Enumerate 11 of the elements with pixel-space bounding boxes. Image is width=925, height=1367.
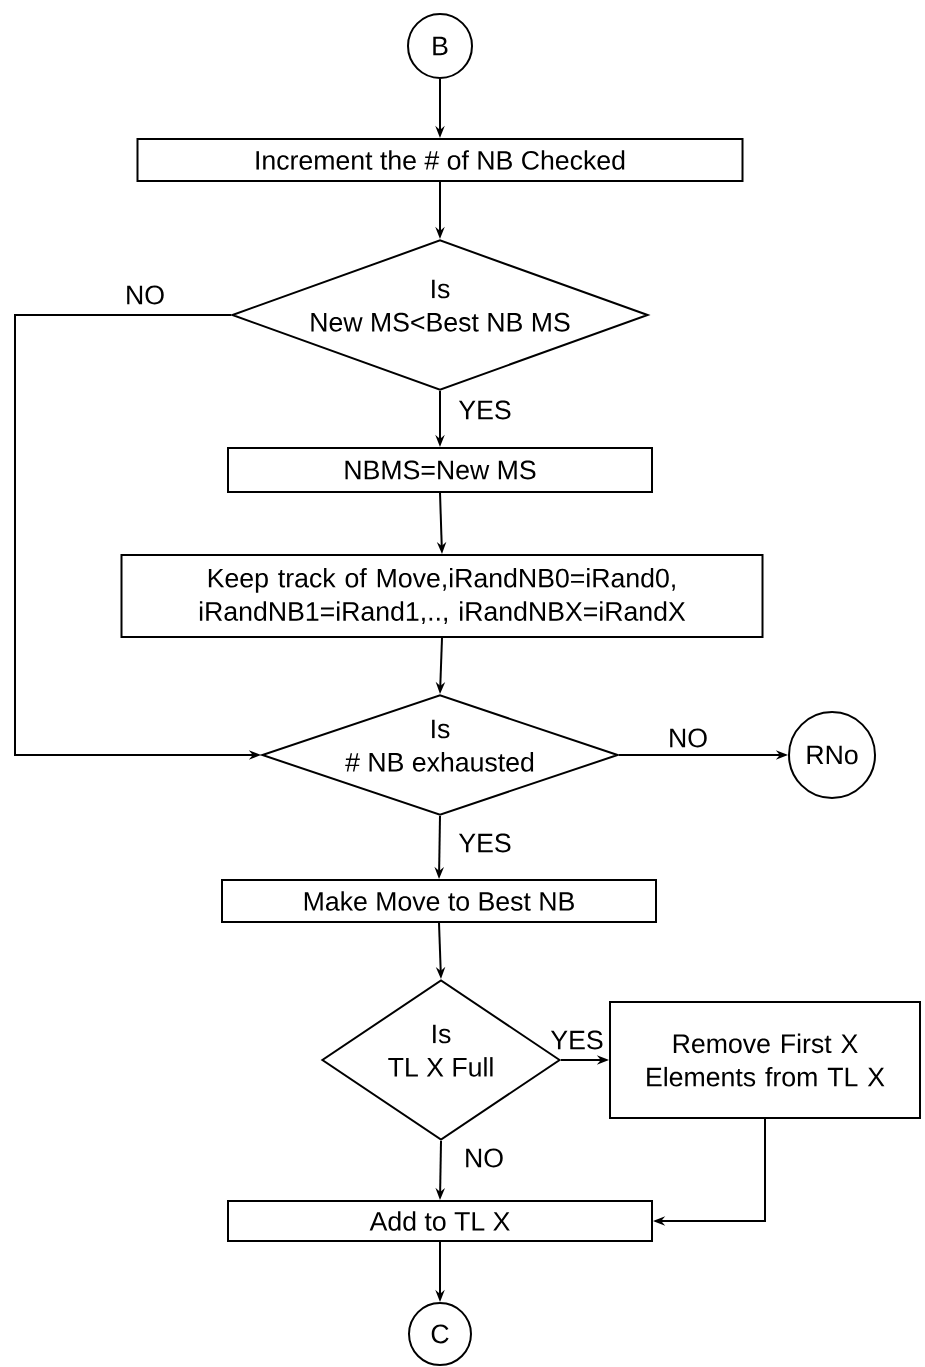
edge-label: NO (666, 727, 710, 749)
process-box: NBMS=New MS (227, 447, 653, 493)
process-box: Remove First X Elements from TL X (609, 1001, 921, 1119)
edge-label: YES (457, 399, 513, 421)
edge-label: NO (462, 1147, 506, 1169)
process-box: Add to TL X (227, 1200, 653, 1242)
process-box: Keep track of Move,iRandNB0=iRand0, iRandNB1=iRand1,.., iRandNBX=iRandX (120, 554, 764, 638)
edge-label: YES (457, 832, 513, 854)
edge-label: NO (123, 284, 167, 306)
process-box: Make Move to Best NB (221, 879, 657, 923)
process-box: Increment the # of NB Checked (136, 138, 744, 182)
